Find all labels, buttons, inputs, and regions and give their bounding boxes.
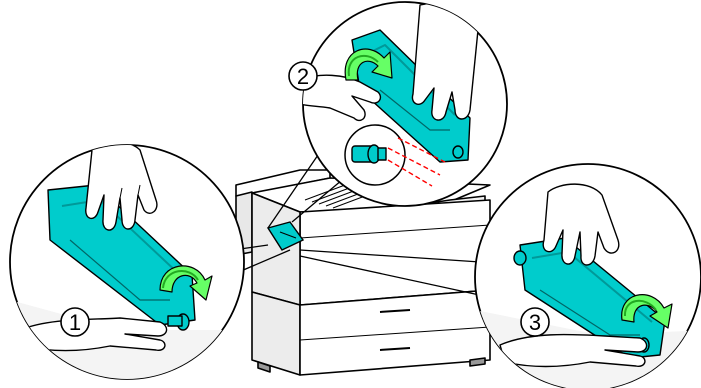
printer [236,170,490,375]
screw-icon [352,145,386,163]
step-badge-2: 2 [289,62,317,90]
step-number-2: 2 [297,64,309,89]
hand-icon [500,335,647,367]
step-badge-3: 3 [521,308,549,336]
detail-circle-3: 3 [475,164,701,388]
step-number-1: 1 [69,310,81,335]
hand-icon [412,4,478,120]
step-number-3: 3 [529,310,541,335]
detail-circle-1: 1 [10,142,244,388]
step-badge-1: 1 [61,308,89,336]
